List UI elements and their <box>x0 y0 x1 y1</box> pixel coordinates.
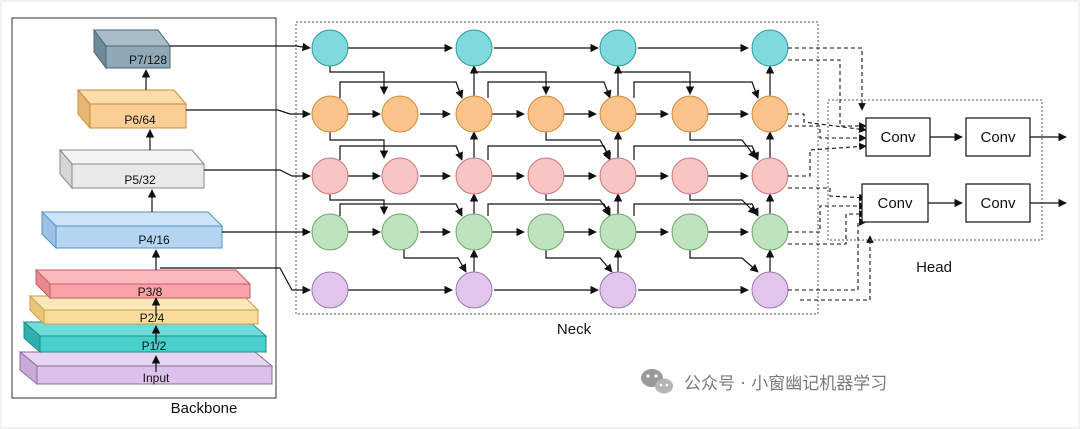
node-pink-1 <box>311 157 349 195</box>
node-purple-3 <box>599 271 637 309</box>
conv-label-4: Conv <box>980 195 1016 212</box>
node-cyan-4 <box>751 29 789 67</box>
head-frame <box>827 99 1043 241</box>
node-pink-7 <box>751 157 789 195</box>
row-orange <box>311 95 789 133</box>
head-arrows <box>928 132 1067 208</box>
watermark: 公众号 · 小窗幽记机器学习 <box>641 369 887 394</box>
node-green-4 <box>527 213 565 251</box>
backbone-levels <box>18 28 274 386</box>
node-pink-6 <box>671 157 709 195</box>
head-title: Head <box>916 259 952 276</box>
level-p6-side <box>77 88 91 130</box>
node-orange-4 <box>527 95 565 133</box>
level-p3-side <box>35 268 51 300</box>
level-label-p1: P1/2 <box>142 339 167 353</box>
node-orange-1 <box>311 95 349 133</box>
node-pink-3 <box>455 157 493 195</box>
node-pink-2 <box>381 157 419 195</box>
node-cyan-3 <box>599 29 637 67</box>
level-p5-side <box>59 148 73 190</box>
neck-title: Neck <box>557 321 592 338</box>
row-pink <box>311 157 789 195</box>
neck-edges <box>329 43 775 295</box>
node-purple-2 <box>455 271 493 309</box>
conv-box-2 <box>965 117 1031 157</box>
conv-label-2: Conv <box>980 129 1016 146</box>
level-p5-top <box>58 149 206 165</box>
node-orange-6 <box>671 95 709 133</box>
backbone-arrows <box>141 69 161 372</box>
level-label-p7: P7/128 <box>129 53 167 67</box>
level-p6-top <box>76 89 188 105</box>
node-pink-5 <box>599 157 637 195</box>
watermark-text: 公众号 · 小窗幽记机器学习 <box>684 374 887 394</box>
backbone-labels: P7/128 P6/64 P5/32 P4/16 P3/8 P2/4 P1/2 … <box>124 53 170 385</box>
node-orange-5 <box>599 95 637 133</box>
conv-label-3: Conv <box>877 195 913 212</box>
level-p7-top <box>93 29 171 47</box>
level-label-p3: P3/8 <box>138 285 163 299</box>
node-green-2 <box>381 213 419 251</box>
level-p4-side <box>41 210 57 250</box>
lateral-connections <box>160 42 311 295</box>
conv-box-1 <box>865 117 931 157</box>
row-cyan <box>311 29 789 67</box>
node-purple-4 <box>751 271 789 309</box>
level-p3-top <box>34 269 252 285</box>
row-purple <box>311 271 789 309</box>
node-green-5 <box>599 213 637 251</box>
node-orange-2 <box>381 95 419 133</box>
conv-box-3 <box>861 183 929 223</box>
level-input-top <box>18 351 274 367</box>
node-green-1 <box>311 213 349 251</box>
neck-nodes <box>311 29 789 309</box>
level-label-input: Input <box>143 371 170 385</box>
node-orange-7 <box>751 95 789 133</box>
node-cyan-1 <box>311 29 349 67</box>
level-p4-top <box>40 211 224 227</box>
node-pink-4 <box>527 157 565 195</box>
level-p2-side <box>29 294 45 326</box>
level-input-side <box>19 350 38 386</box>
conv-label-1: Conv <box>880 129 916 146</box>
level-p7-side <box>93 28 107 70</box>
level-label-p5: P5/32 <box>124 173 156 187</box>
node-orange-3 <box>455 95 493 133</box>
head-blocks: Conv Conv Conv Conv <box>861 117 1031 223</box>
level-p1-side <box>23 320 41 354</box>
neck-frame <box>295 21 819 315</box>
row-green <box>311 213 789 251</box>
level-label-p6: P6/64 <box>124 113 156 127</box>
wechat-icon <box>641 369 673 394</box>
level-label-p2: P2/4 <box>140 311 165 325</box>
node-cyan-2 <box>455 29 493 67</box>
node-green-3 <box>455 213 493 251</box>
level-label-p4: P4/16 <box>138 233 170 247</box>
node-purple-1 <box>311 271 349 309</box>
node-green-6 <box>671 213 709 251</box>
neck-to-head <box>788 47 874 301</box>
backbone-frame <box>11 17 277 399</box>
backbone-title: Backbone <box>171 400 238 417</box>
node-green-7 <box>751 213 789 251</box>
